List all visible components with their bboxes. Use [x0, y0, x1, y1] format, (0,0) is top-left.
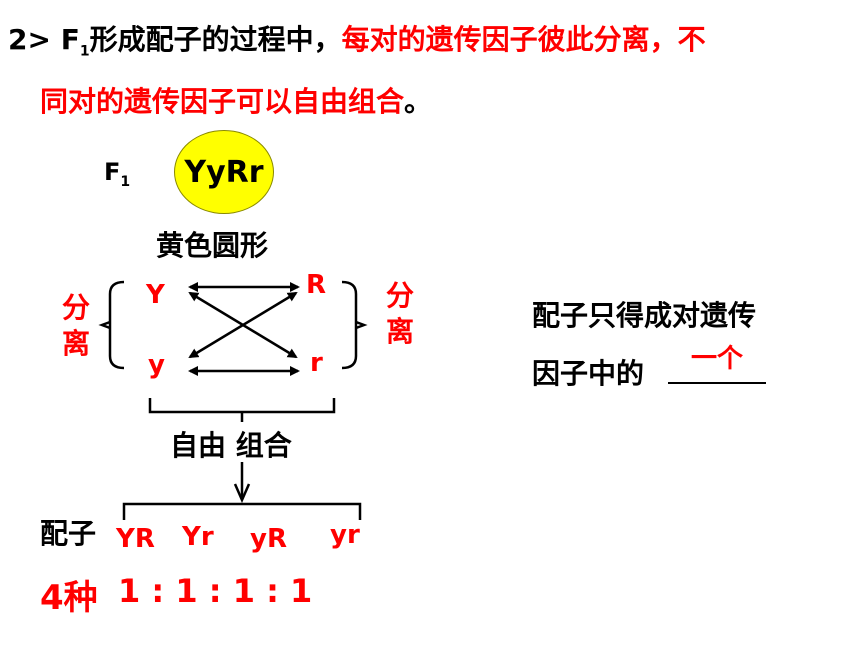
gamete-bracket — [122, 502, 362, 520]
heading-prefix: 2> F — [8, 23, 80, 56]
combine-bracket — [148, 398, 336, 414]
gamete-YR: YR — [116, 524, 155, 554]
f1-sub: 1 — [120, 173, 131, 190]
allele-R: R — [306, 270, 327, 300]
f1-letter: F — [104, 158, 121, 186]
arrow-y-R — [188, 291, 298, 359]
left-bracket-point — [98, 320, 111, 330]
allele-r: r — [310, 348, 323, 378]
gamete-yR: yR — [250, 524, 287, 554]
down-arrow-head — [233, 483, 251, 504]
right-bracket — [341, 280, 358, 370]
heading-red-2: 同对的遗传因子可以自由组合 — [40, 85, 405, 118]
heading-line-1: 2> F1形成配子的过程中，每对的遗传因子彼此分离，不 — [8, 18, 706, 60]
separation-label-left: 分离 — [61, 291, 90, 360]
separation-label-right: 分离 — [385, 279, 414, 348]
f1-genotype: YyRr — [184, 154, 264, 190]
free-combination-label: 自由 组合 — [170, 429, 292, 462]
f1-genotype-circle: YyRr — [174, 130, 274, 214]
heading-end: 。 — [404, 85, 433, 118]
note-answer-blank: 一个 — [668, 338, 766, 384]
note-line-2: 因子中的 — [532, 357, 645, 390]
heading-line-2: 同对的遗传因子可以自由组合。 — [40, 80, 432, 120]
gamete-label: 配子 — [40, 517, 97, 550]
left-bracket — [108, 280, 125, 370]
right-bracket-point — [355, 320, 368, 330]
heading-black: 形成配子的过程中， — [89, 23, 342, 56]
gamete-Yr: Yr — [182, 522, 214, 552]
gamete-count: 4种 — [40, 578, 98, 618]
f1-label: F1 — [104, 158, 130, 190]
allele-Y: Y — [146, 280, 165, 310]
gamete-yr: yr — [330, 520, 360, 550]
f1-phenotype: 黄色圆形 — [156, 229, 269, 262]
note-line-1: 配子只得成对遗传 — [532, 299, 757, 332]
heading-sub: 1 — [79, 43, 90, 60]
heading-red-1: 每对的遗传因子彼此分离，不 — [341, 23, 706, 56]
allele-y: y — [148, 350, 165, 380]
gamete-ratio: 1 : 1 : 1 : 1 — [118, 572, 313, 610]
